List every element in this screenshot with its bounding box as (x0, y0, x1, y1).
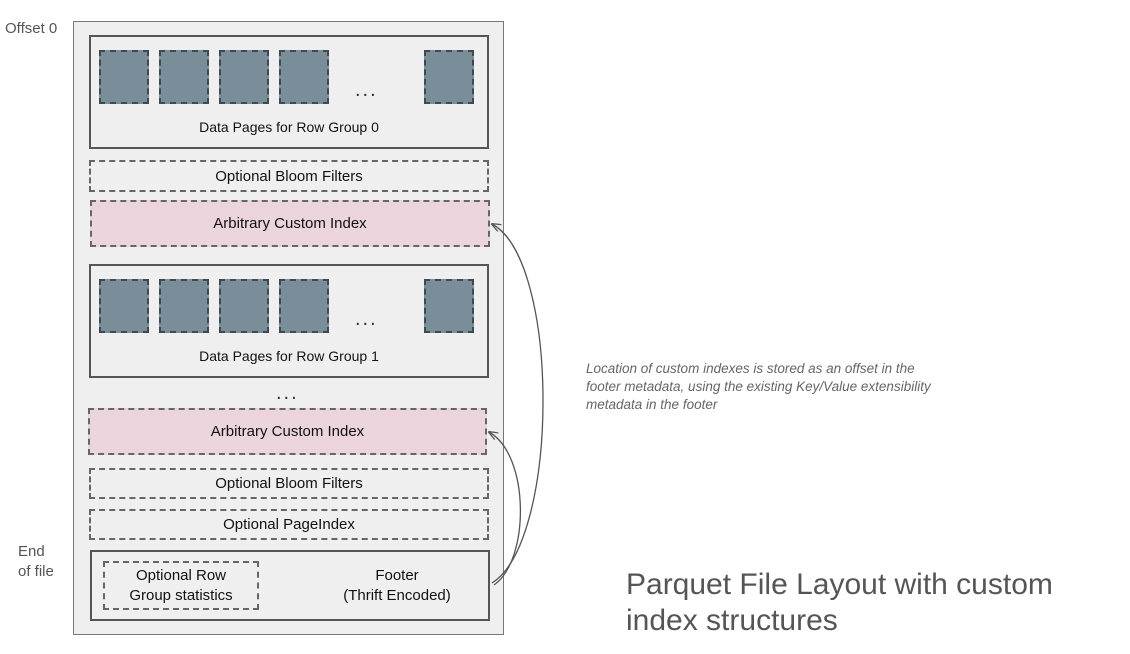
row-group-1-label: Data Pages for Row Group 1 (199, 348, 379, 364)
bloom-filters-block: Optional Bloom Filters (89, 468, 489, 499)
footer-label: Footer (Thrift Encoded) (317, 566, 477, 606)
bloom-filters-block: Optional Bloom Filters (89, 160, 489, 192)
data-page (424, 50, 474, 104)
data-page (159, 50, 209, 104)
stats-line1: Optional Row (135, 566, 227, 584)
caption-line1: Parquet File Layout with custom (626, 568, 1053, 601)
footer-line2: (Thrift Encoded) (343, 587, 451, 604)
row-group-0-label: Data Pages for Row Group 0 (199, 119, 379, 135)
page-index-block: Optional PageIndex (89, 509, 489, 540)
custom-index-block: Arbitrary Custom Index (90, 200, 490, 247)
pages-ellipsis: ... (355, 79, 378, 101)
end-of-file-line1: End (18, 543, 45, 560)
row-group-0: ... Data Pages for Row Group 0 (89, 35, 489, 149)
stats-line2: Group statistics (129, 586, 233, 604)
data-page (424, 279, 474, 333)
end-of-file-label: End of file (18, 542, 54, 582)
custom-index-note: Location of custom indexes is stored as … (586, 361, 931, 412)
data-page (99, 50, 149, 104)
footer-line1: Footer (375, 567, 419, 584)
offset-zero-label: Offset 0 (5, 20, 58, 37)
data-page (219, 50, 269, 104)
diagram-caption: Parquet File Layout with custom index st… (626, 567, 1086, 639)
caption-line2: index structures (626, 604, 838, 637)
row-group-1: ... Data Pages for Row Group 1 (89, 264, 489, 378)
pages-ellipsis: ... (355, 308, 378, 330)
data-page (99, 279, 149, 333)
row-groups-ellipsis: ... (276, 382, 299, 404)
arrow-icon (492, 224, 544, 584)
arrow-icon (489, 432, 522, 586)
end-of-file-line2: of file (18, 563, 54, 580)
data-page (159, 279, 209, 333)
footer-block: Optional Row Group statistics Footer (Th… (90, 550, 490, 621)
data-page (219, 279, 269, 333)
custom-index-block: Arbitrary Custom Index (88, 408, 487, 455)
data-page (279, 279, 329, 333)
row-group-statistics-block: Optional Row Group statistics (103, 561, 259, 610)
data-page (279, 50, 329, 104)
